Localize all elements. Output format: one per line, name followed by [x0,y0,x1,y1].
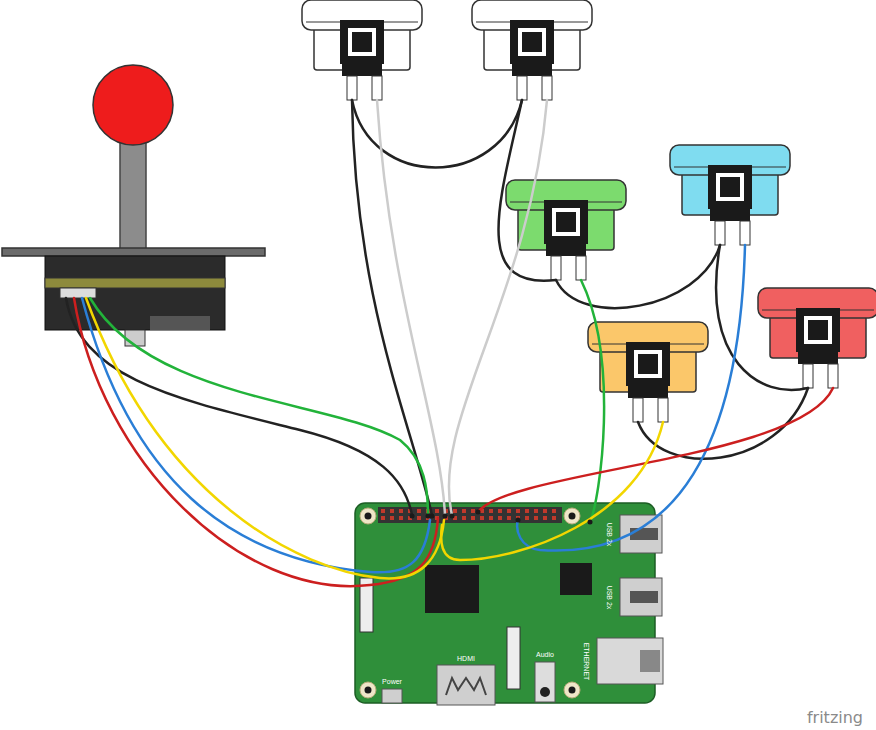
port-label: Audio [536,651,554,658]
port-label: Power [382,678,402,685]
port-label: USB 2x [606,585,613,609]
port-label: ETHERNET [583,642,590,680]
port-label: HDMI [457,655,475,662]
watermark: fritzing [807,710,863,726]
port-label: USB 2x [606,522,613,546]
